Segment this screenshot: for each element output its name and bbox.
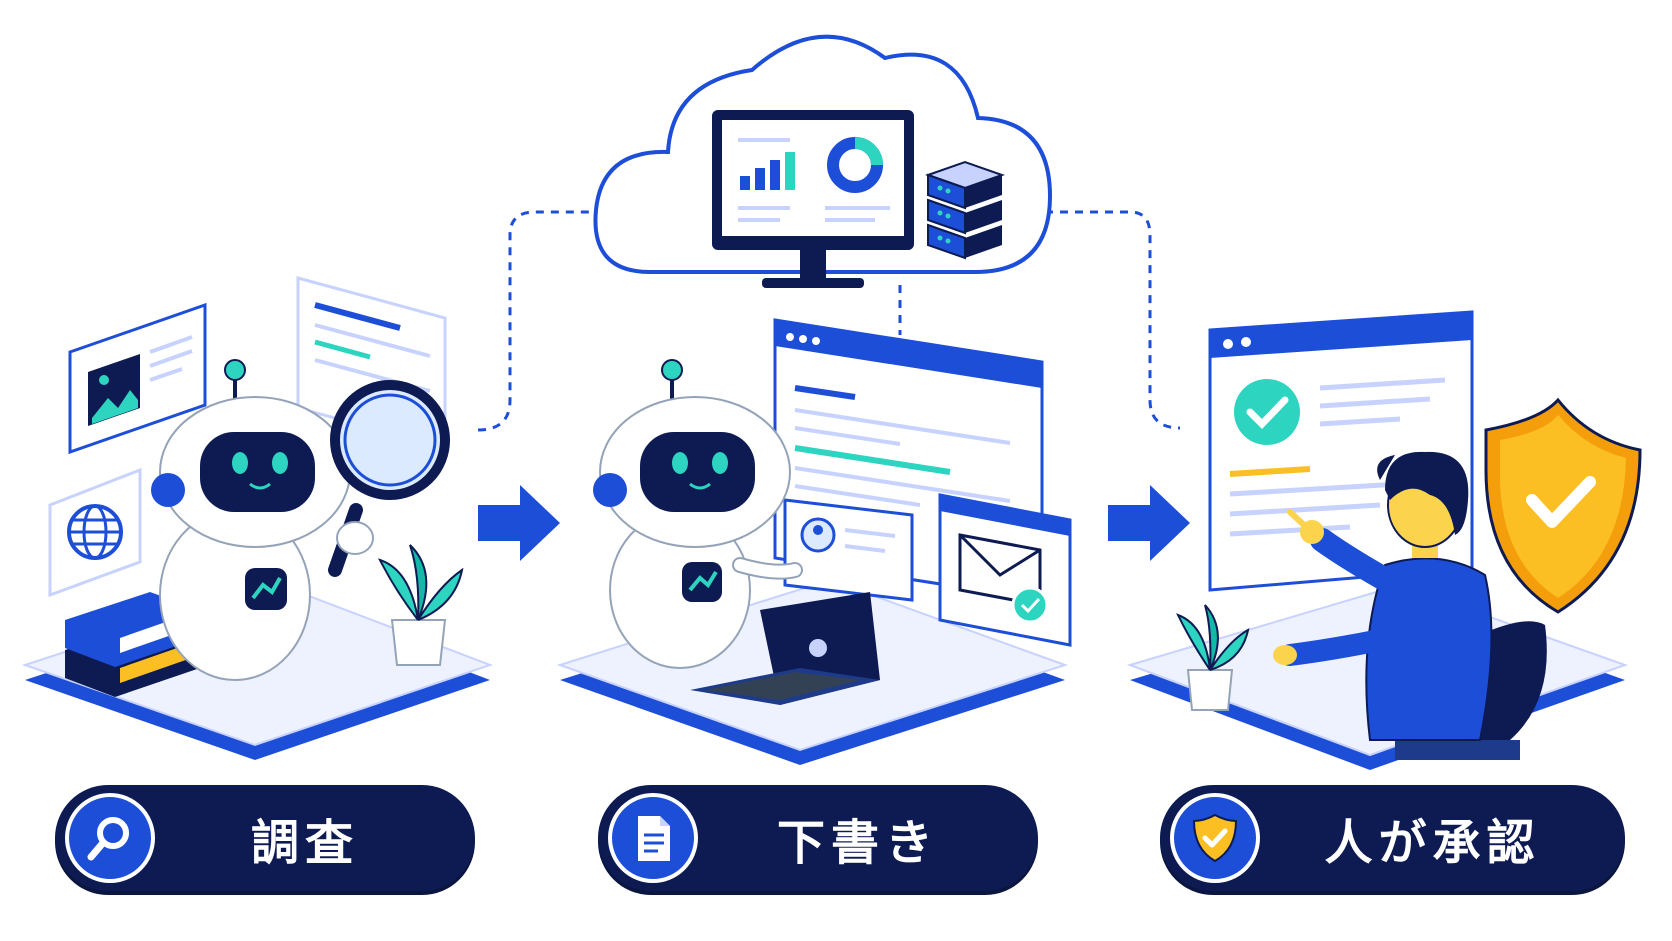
step3-scene [1126, 310, 1642, 770]
step-pill-research: 調査 [55, 785, 475, 891]
plant-icon [378, 544, 464, 666]
step-pill-draft: 下書き [598, 785, 1038, 891]
connector-left [477, 210, 590, 432]
globe-card [48, 467, 142, 598]
robot-writer [593, 359, 803, 669]
laptop-icon [690, 592, 880, 705]
magnifier-icon [328, 380, 450, 577]
step2-scene [556, 318, 1072, 765]
plant-icon [1176, 604, 1250, 711]
document-icon [608, 793, 698, 883]
shield-check-icon [1484, 397, 1642, 614]
image-card [68, 302, 207, 455]
shield-check-icon [1170, 793, 1260, 883]
mini-bar [755, 168, 765, 190]
approver-person [1273, 451, 1493, 741]
check-icon [1011, 586, 1049, 624]
step-pill-approval: 人が承認 [1160, 785, 1625, 891]
mini-bar [770, 160, 780, 190]
step1-scene [21, 276, 493, 760]
mini-bar [740, 176, 750, 190]
server-stack-icon [924, 160, 1006, 260]
check-circle-icon [1234, 379, 1300, 445]
connector-right [1045, 210, 1181, 430]
arrow-right-icon [1108, 485, 1190, 561]
email-card [938, 493, 1072, 647]
arrow-right-icon [478, 485, 560, 561]
mini-bar [785, 152, 795, 190]
step-label: 人が承認 [1324, 815, 1541, 871]
magnifier-icon [65, 793, 155, 883]
dashed-connectors [477, 210, 1181, 432]
step-label: 調査 [250, 815, 359, 871]
profile-card [783, 498, 914, 602]
robot-researcher [151, 359, 351, 681]
dashboard-monitor [712, 110, 914, 288]
step-label: 下書き [776, 815, 939, 871]
cloud-group [593, 34, 1053, 288]
